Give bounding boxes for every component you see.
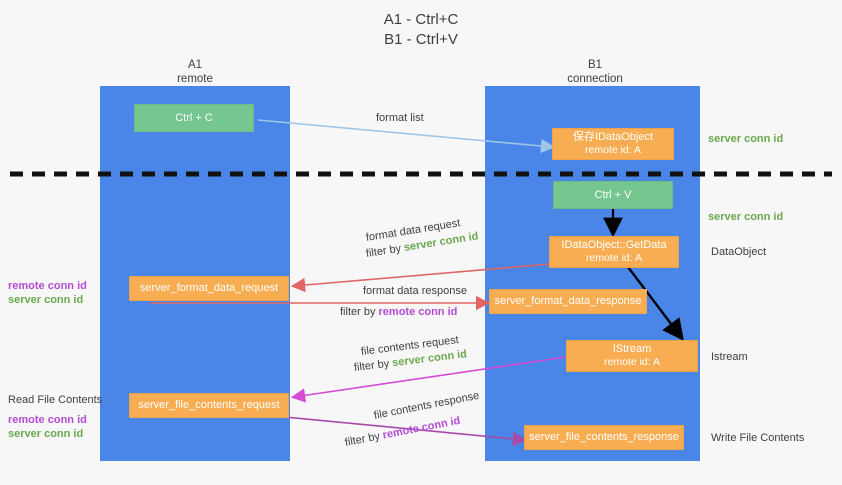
node-getdata-line2: remote id: A [585, 252, 643, 264]
right-annotation-server-conn-id-1: server conn id [708, 133, 784, 145]
node-server-format-data-request[interactable]: server_format_data_request [129, 276, 289, 301]
node-ctrl-v-label: Ctrl + V [594, 188, 632, 201]
node-dataobject-create-line1: 保存IDataObject [572, 131, 654, 143]
lane-header-b1: B1 connection [525, 58, 665, 86]
node-ctrl-c-label: Ctrl + C [175, 111, 213, 124]
left-annotation-server-conn-id-1: server conn id [8, 294, 84, 306]
node-server-file-contents-response-label: server_file_contents_response [529, 431, 679, 443]
lane-a1-sub: remote [177, 73, 213, 85]
right-annotation-dataobject: DataObject [711, 246, 767, 258]
edge-label-format-list: format list [376, 112, 424, 124]
filter-prefix: filter by [343, 429, 384, 449]
right-annotation-istream: Istream [711, 351, 748, 363]
left-annotation-server-conn-id-2: server conn id [8, 428, 84, 440]
node-istream-line2: remote id: A [603, 356, 661, 368]
right-annotation-write-file-contents: Write File Contents [711, 432, 805, 444]
title-line-2: B1 - Ctrl+V [384, 31, 458, 48]
node-server-file-contents-request-label: server_file_contents_request [138, 399, 280, 411]
title-line-1: A1 - Ctrl+C [383, 11, 459, 28]
lane-b1-name: B1 [587, 59, 603, 71]
node-getdata-line1: IDataObject::GetData [561, 239, 667, 251]
edge-label-format-data-response: format data response [363, 285, 467, 297]
edge-label-file-contents-response-filter: filter by remote conn id [344, 414, 462, 450]
node-server-format-data-response[interactable]: server_format_data_response [489, 289, 647, 314]
node-dataobject-create-line2: remote id: A [584, 144, 642, 156]
diagram-title: A1 - Ctrl+C B1 - Ctrl+V [0, 10, 842, 50]
filter-prefix: filter by [353, 357, 393, 374]
edge-label-file-contents-response: file contents response [372, 389, 481, 422]
node-istream[interactable]: IStream remote id: A [566, 340, 698, 372]
node-istream-line1: IStream [612, 343, 652, 355]
node-getdata[interactable]: IDataObject::GetData remote id: A [549, 236, 679, 268]
node-server-file-contents-response[interactable]: server_file_contents_response [524, 425, 684, 450]
node-server-file-contents-request[interactable]: server_file_contents_request [129, 393, 289, 418]
lane-b1-sub: connection [567, 73, 623, 85]
node-dataobject-create[interactable]: 保存IDataObject remote id: A [552, 128, 674, 160]
node-ctrl-v[interactable]: Ctrl + V [553, 181, 673, 209]
node-ctrl-c[interactable]: Ctrl + C [134, 104, 254, 132]
node-server-format-data-request-label: server_format_data_request [139, 282, 279, 294]
filter-value-remote-conn-id: remote conn id [378, 306, 458, 318]
node-server-format-data-response-label: server_format_data_response [494, 295, 642, 307]
left-annotation-remote-conn-id-1: remote conn id [8, 280, 87, 292]
filter-prefix: filter by [340, 306, 379, 318]
edge-label-format-data-response-filter: filter by remote conn id [340, 305, 457, 319]
left-annotation-remote-conn-id-2: remote conn id [8, 414, 87, 426]
lane-a1-name: A1 [187, 59, 203, 71]
left-annotation-read-file-contents: Read File Contents [8, 394, 103, 406]
filter-prefix: filter by [365, 242, 405, 260]
lane-header-a1: A1 remote [125, 58, 265, 86]
right-annotation-server-conn-id-2: server conn id [708, 211, 784, 223]
